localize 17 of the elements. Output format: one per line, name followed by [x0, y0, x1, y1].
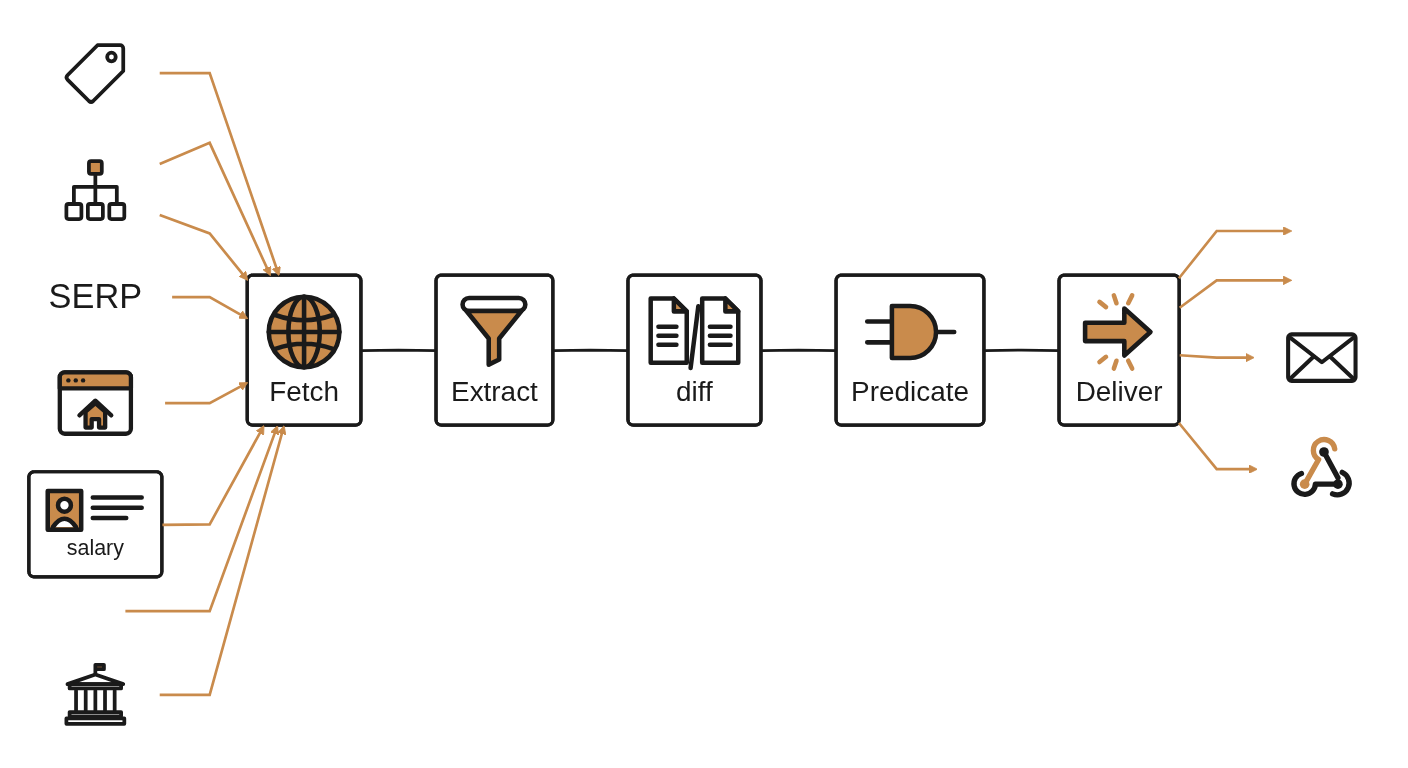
arrow	[159, 213, 249, 281]
arrow	[1179, 352, 1255, 363]
arrow	[172, 295, 249, 320]
connector-line	[553, 348, 629, 352]
arrow	[162, 425, 265, 527]
connector-line	[761, 348, 837, 352]
connector-line	[984, 348, 1060, 352]
arrow	[159, 71, 281, 277]
arrow	[1178, 275, 1293, 309]
connector-line	[361, 348, 437, 352]
arrow	[159, 141, 272, 277]
arrow	[1177, 226, 1293, 280]
arrow	[165, 382, 249, 405]
arrow	[125, 425, 279, 613]
arrow	[159, 425, 287, 697]
node-text: SERP	[48, 276, 143, 316]
arrow	[1177, 422, 1258, 474]
